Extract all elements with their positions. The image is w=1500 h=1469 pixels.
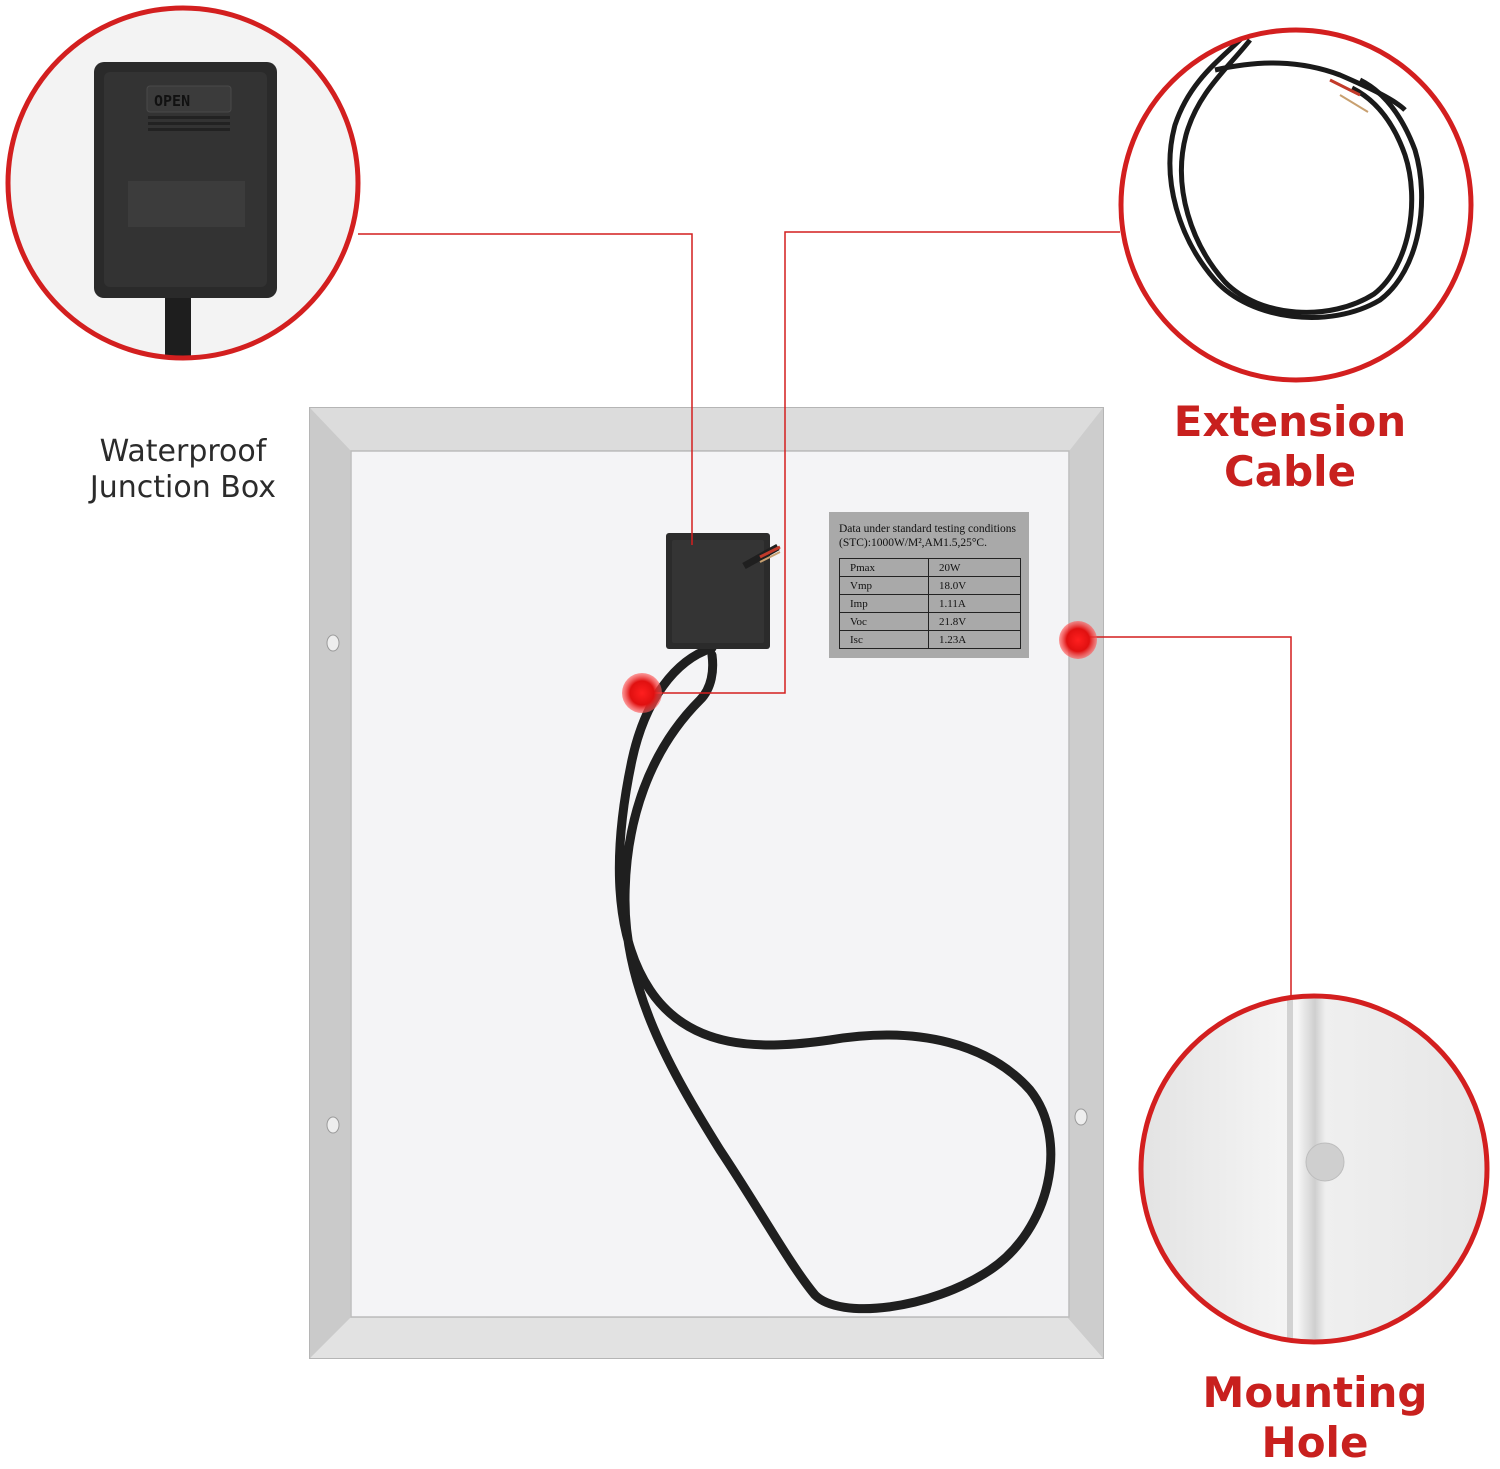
junction-box-label-line2: Junction Box bbox=[89, 470, 277, 505]
mounting-hole-photo bbox=[1138, 993, 1490, 1345]
output-cable bbox=[614, 643, 1056, 1314]
junction-box-label: Waterproof Junction Box bbox=[52, 434, 314, 506]
extension-cable-label: Extension Cable bbox=[1173, 397, 1407, 497]
solar-panel-scene: OPEN bbox=[5, 5, 1490, 1359]
spec-label-header-line1: Data under standard testing conditions bbox=[839, 523, 1016, 535]
spec-key: Isc bbox=[839, 630, 929, 649]
spec-label: Data under standard testing conditions (… bbox=[829, 512, 1029, 658]
spec-value: 20W bbox=[928, 558, 1021, 577]
spec-label-header-line2: (STC):1000W/M²,AM1.5,25°C. bbox=[839, 537, 987, 549]
junction-box bbox=[666, 533, 781, 649]
mounting-hole bbox=[326, 634, 340, 652]
junction-box-label-line1: Waterproof bbox=[99, 434, 267, 469]
spec-key: Voc bbox=[839, 612, 929, 631]
mounting-hole bbox=[326, 1116, 340, 1134]
spec-key: Vmp bbox=[839, 576, 929, 595]
spec-key: Pmax bbox=[839, 558, 929, 577]
leader-lines bbox=[358, 231, 1292, 995]
hole-marker-dot bbox=[1059, 621, 1097, 659]
coiled-cable-photo bbox=[1118, 27, 1474, 383]
mounting-hole-label: Mounting Hole bbox=[1202, 1368, 1428, 1468]
junction-box-photo: OPEN bbox=[5, 5, 361, 361]
spec-value: 1.23A bbox=[928, 630, 1021, 649]
spec-value: 18.0V bbox=[928, 576, 1021, 595]
spec-value: 21.8V bbox=[928, 612, 1021, 631]
spec-label-header: Data under standard testing conditions (… bbox=[839, 522, 1021, 550]
junction-box-open-marking: OPEN bbox=[154, 92, 190, 110]
spec-value: 1.11A bbox=[928, 594, 1021, 613]
spec-key: Imp bbox=[839, 594, 929, 613]
mounting-hole bbox=[1074, 1108, 1088, 1126]
cable-marker-dot bbox=[622, 673, 662, 713]
